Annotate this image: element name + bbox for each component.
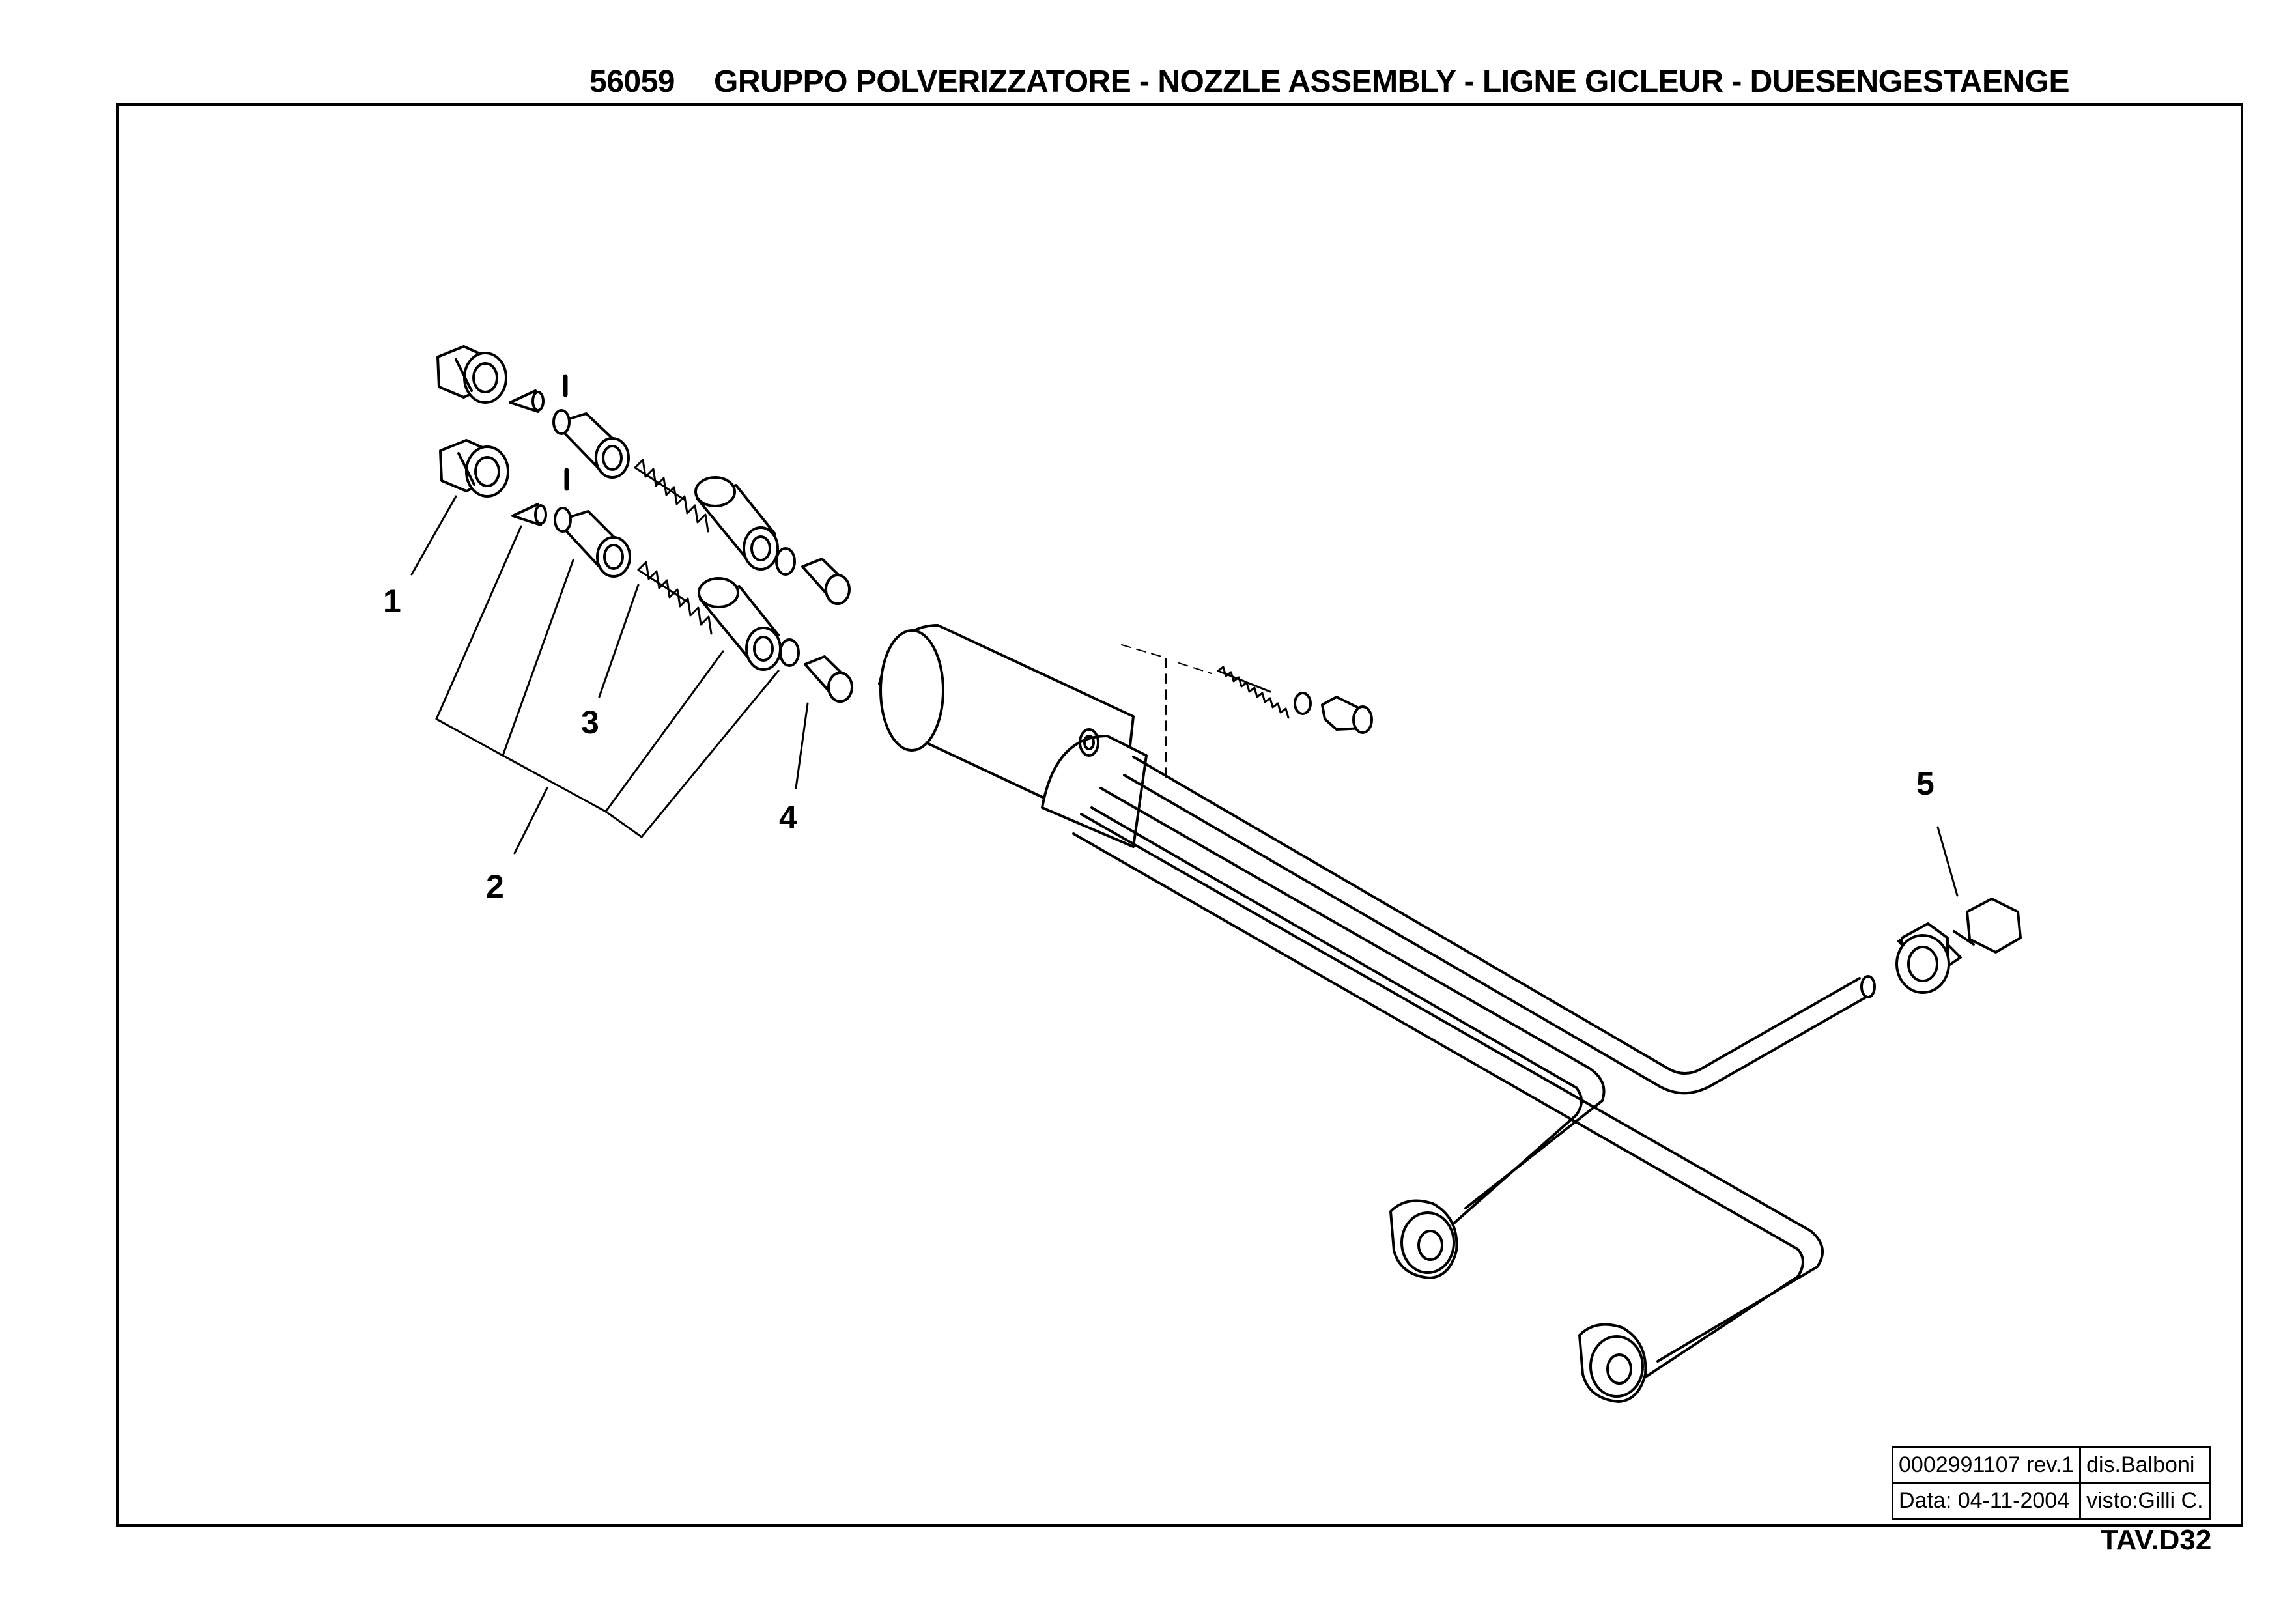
banjo-eye-1 (1389, 1199, 1458, 1279)
compression-fitting (1895, 898, 2022, 994)
callout-1: 1 (383, 583, 401, 619)
assembly-title: GRUPPO POLVERIZZATORE - NOZZLE ASSEMBLY … (713, 64, 2070, 99)
callout-3: 3 (581, 704, 599, 741)
title-block: 0002991107 rev.1 dis.Balboni Data: 04-11… (1891, 1446, 2211, 1520)
nozzle-set-lower (439, 439, 853, 703)
drawing-date: Data: 04-11-2004 (1891, 1482, 2082, 1520)
callout-2: 2 (486, 868, 504, 905)
o-ring-upper (775, 547, 796, 576)
spring-upper (634, 459, 709, 533)
drawing-number: 0002991107 rev.1 (1891, 1446, 2082, 1484)
spring-lower (637, 561, 713, 635)
callout-4: 4 (779, 799, 797, 836)
o-ring-lower (779, 638, 800, 667)
checked-by: visto:Gilli C. (2079, 1482, 2211, 1520)
sheet-number: TAV.D32 (2101, 1524, 2212, 1556)
hex-plug-lower (439, 439, 509, 498)
nozzle-body-upper (552, 409, 630, 479)
injection-pipes (1072, 756, 1876, 1379)
drawing-frame (116, 103, 2243, 1527)
sleeve-upper (694, 476, 779, 571)
callout-5: 5 (1916, 765, 1935, 802)
assembly-code: 56059 (589, 64, 675, 99)
drawn-by: dis.Balboni (2079, 1446, 2211, 1484)
sleeve-lower (698, 577, 782, 671)
injector-screw-detail (1121, 644, 1373, 782)
drawing-title: 56059 GRUPPO POLVERIZZATORE - NOZZLE ASSE… (589, 64, 2070, 109)
cap-lower (804, 655, 853, 703)
cone-tip-lower (511, 503, 547, 526)
nozzle-body-lower (554, 507, 631, 578)
manifold-body (878, 624, 1148, 848)
cone-tip-upper (509, 389, 545, 413)
leader-lines (410, 495, 1959, 897)
nozzle-set-upper (436, 345, 851, 605)
hex-plug-upper (436, 345, 507, 404)
banjo-eye-2 (1578, 1323, 1647, 1403)
screw-cap (1321, 696, 1373, 734)
cap-upper (801, 558, 851, 605)
